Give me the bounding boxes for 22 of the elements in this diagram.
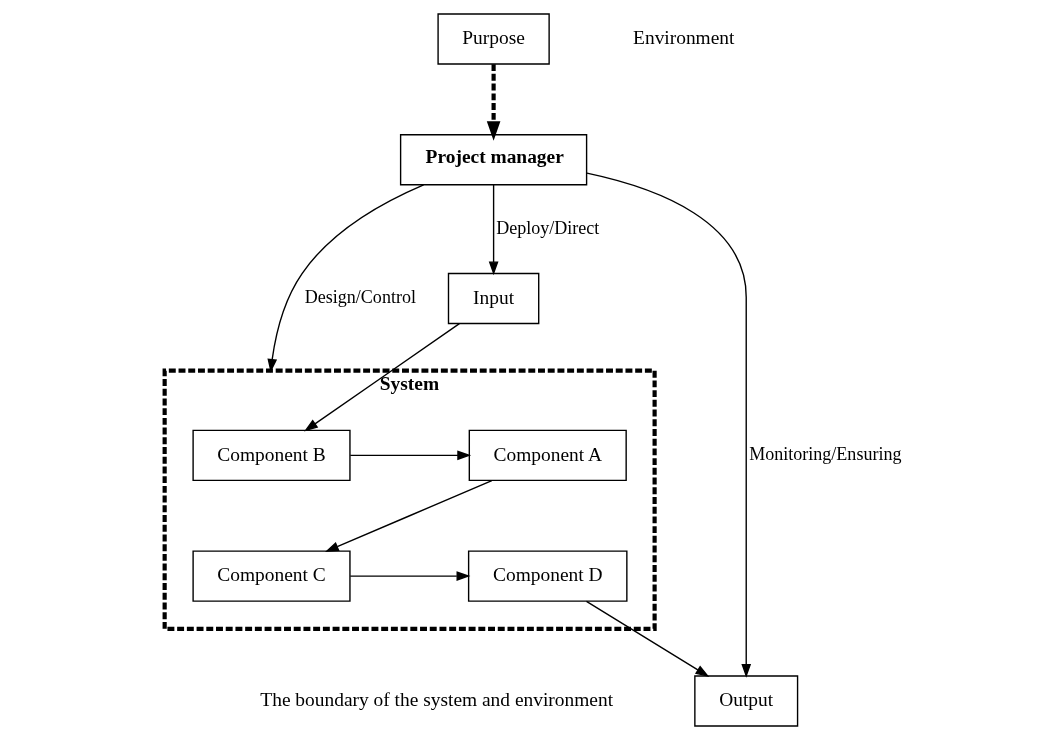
arrow xyxy=(585,172,751,678)
arrow xyxy=(349,571,470,581)
edge-label: Deploy/Direct xyxy=(495,217,599,238)
arrow xyxy=(303,322,460,432)
arrow xyxy=(266,184,424,373)
node-box: Input xyxy=(447,272,539,325)
edge-label: Monitoring/Ensuring xyxy=(748,444,901,465)
arrow xyxy=(488,184,498,276)
node-box: Project manager xyxy=(399,134,587,186)
arrow xyxy=(486,64,500,141)
node-label: The boundary of the system and environment xyxy=(259,689,613,711)
arrow xyxy=(324,479,493,552)
node-box: Component A xyxy=(468,429,627,482)
node-box: Component C xyxy=(191,550,351,602)
node-box: Output xyxy=(693,675,798,727)
label: Environment xyxy=(632,27,734,49)
edge-label: Design/Control xyxy=(304,287,416,308)
node-box: Purpose xyxy=(436,13,550,65)
arrow xyxy=(349,450,471,461)
node-box: Component D xyxy=(467,550,628,602)
node-box: Component B xyxy=(191,429,351,482)
arrow xyxy=(585,600,709,677)
